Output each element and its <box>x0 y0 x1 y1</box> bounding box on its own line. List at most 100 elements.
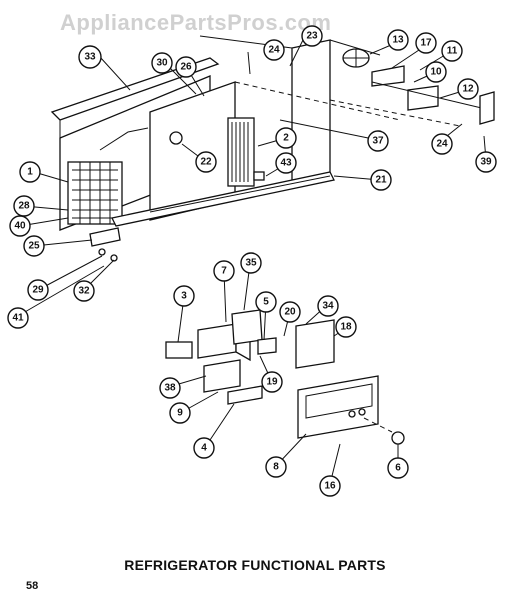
svg-text:28: 28 <box>18 201 30 212</box>
control-panel-bezel <box>297 375 379 439</box>
callout-30: 30 <box>151 52 173 74</box>
svg-text:8: 8 <box>273 462 279 473</box>
callout-37: 37 <box>367 130 389 152</box>
svg-text:41: 41 <box>12 313 24 324</box>
svg-text:12: 12 <box>462 84 474 95</box>
callout-5: 5 <box>255 291 277 313</box>
svg-text:32: 32 <box>78 286 90 297</box>
svg-text:18: 18 <box>340 322 352 333</box>
svg-text:16: 16 <box>324 481 336 492</box>
callout-33: 33 <box>78 45 102 69</box>
svg-text:2: 2 <box>283 133 289 144</box>
svg-text:13: 13 <box>392 35 404 46</box>
top-rail <box>50 57 220 138</box>
callout-39: 39 <box>475 151 497 173</box>
callout-22: 22 <box>195 151 217 173</box>
callout-13: 13 <box>387 29 409 51</box>
callout-3: 3 <box>173 285 195 307</box>
svg-text:3: 3 <box>181 291 187 302</box>
svg-text:21: 21 <box>375 175 387 186</box>
svg-text:5: 5 <box>263 297 269 308</box>
callout-26: 26 <box>175 56 197 78</box>
svg-text:4: 4 <box>201 443 207 454</box>
leader-lines <box>17 37 487 485</box>
svg-text:24: 24 <box>268 45 280 56</box>
svg-text:23: 23 <box>306 31 318 42</box>
callout-35: 35 <box>240 252 262 274</box>
watermark: AppliancePartsPros.com <box>60 10 332 35</box>
callout-28: 28 <box>13 195 35 217</box>
svg-text:22: 22 <box>200 157 212 168</box>
svg-text:7: 7 <box>221 266 227 277</box>
callout-40: 40 <box>9 215 31 237</box>
callout-41: 41 <box>7 307 29 329</box>
svg-text:1: 1 <box>27 167 33 178</box>
svg-text:25: 25 <box>28 241 40 252</box>
callout-17: 17 <box>415 32 437 54</box>
drain-trough <box>111 171 335 227</box>
callout-43: 43 <box>275 152 297 174</box>
callout-8: 8 <box>265 456 287 478</box>
diagram-caption: REFRIGERATOR FUNCTIONAL PARTS <box>124 557 386 573</box>
callout-25: 25 <box>23 235 45 257</box>
callout-9: 9 <box>169 402 191 424</box>
hidden-line-right <box>329 99 461 127</box>
callout-16: 16 <box>319 475 341 497</box>
svg-text:17: 17 <box>420 38 432 49</box>
svg-text:34: 34 <box>322 301 334 312</box>
mounting-bracket <box>295 319 335 369</box>
svg-text:37: 37 <box>372 136 384 147</box>
callout-18: 18 <box>335 316 357 338</box>
svg-text:40: 40 <box>14 221 26 232</box>
base-bracket <box>89 227 121 262</box>
svg-text:19: 19 <box>266 377 278 388</box>
condenser-coil <box>67 127 149 225</box>
svg-text:30: 30 <box>156 58 168 69</box>
callout-24-right: 24 <box>431 133 453 155</box>
drain-fitting <box>253 171 265 181</box>
svg-text:6: 6 <box>395 463 401 474</box>
callout-11: 11 <box>441 40 463 62</box>
drive-pulley <box>169 131 183 145</box>
callout-21: 21 <box>370 169 392 191</box>
svg-text:43: 43 <box>280 158 292 169</box>
control-cover <box>231 309 263 345</box>
evaporator-fins <box>227 117 255 187</box>
callout-10: 10 <box>425 61 447 83</box>
callout-20: 20 <box>279 301 301 323</box>
svg-text:10: 10 <box>430 67 442 78</box>
relay <box>257 337 277 355</box>
svg-text:9: 9 <box>177 408 183 419</box>
svg-text:35: 35 <box>245 258 257 269</box>
callout-2: 2 <box>275 127 297 149</box>
callout-23: 23 <box>301 25 323 47</box>
svg-text:29: 29 <box>32 285 44 296</box>
callout-19: 19 <box>261 371 283 393</box>
callout-1: 1 <box>19 161 41 183</box>
thermostat-label <box>165 341 193 359</box>
svg-text:38: 38 <box>164 383 176 394</box>
fan-blade <box>342 48 370 68</box>
callout-12: 12 <box>457 78 479 100</box>
control-knob <box>391 431 405 445</box>
svg-text:11: 11 <box>447 46 458 57</box>
callout-34: 34 <box>317 295 339 317</box>
svg-text:39: 39 <box>480 157 492 168</box>
svg-text:26: 26 <box>180 62 192 73</box>
svg-text:33: 33 <box>84 52 96 63</box>
page-number: 58 <box>26 580 39 592</box>
fan-motor-bracket <box>371 65 495 125</box>
svg-text:20: 20 <box>284 307 296 318</box>
svg-text:24: 24 <box>436 139 448 150</box>
hidden-line-upper <box>234 81 401 121</box>
callout-29: 29 <box>27 279 49 301</box>
callout-38: 38 <box>159 377 181 399</box>
wire-harness <box>227 385 263 405</box>
switch-housing <box>203 359 241 393</box>
callout-32: 32 <box>73 280 95 302</box>
callout-6: 6 <box>387 457 409 479</box>
callout-24: 24 <box>263 39 285 61</box>
callout-7: 7 <box>213 260 235 282</box>
callout-4: 4 <box>193 437 215 459</box>
